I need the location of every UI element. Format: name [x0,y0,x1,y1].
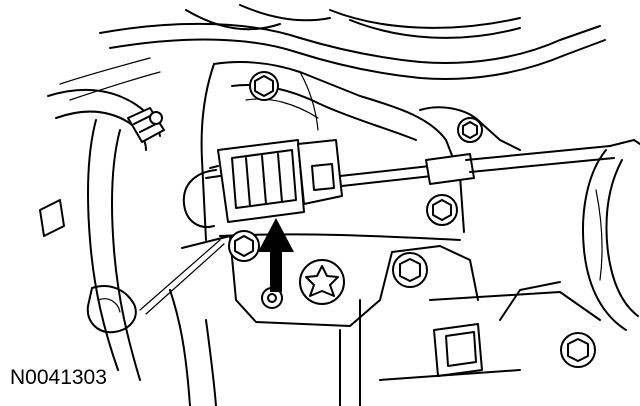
sensor-wire [139,169,225,315]
bolt-top-right [457,117,483,143]
bracket-lower-right [379,281,561,381]
figure-id-label: N0041303 [10,366,107,389]
bolt-left [228,230,260,262]
bolt-top [249,71,279,101]
bolt-center-lower [392,252,428,288]
pulley-right [581,149,639,331]
arrow-up-icon [258,218,294,292]
wiring-harness-top [59,4,606,101]
bolt-bottom-right [560,332,596,368]
hose-clamp [127,107,165,143]
actuator-rod [339,139,640,187]
electrical-connector [205,139,343,223]
torx-bolt [299,259,345,305]
bolt-right-upper [426,194,458,226]
